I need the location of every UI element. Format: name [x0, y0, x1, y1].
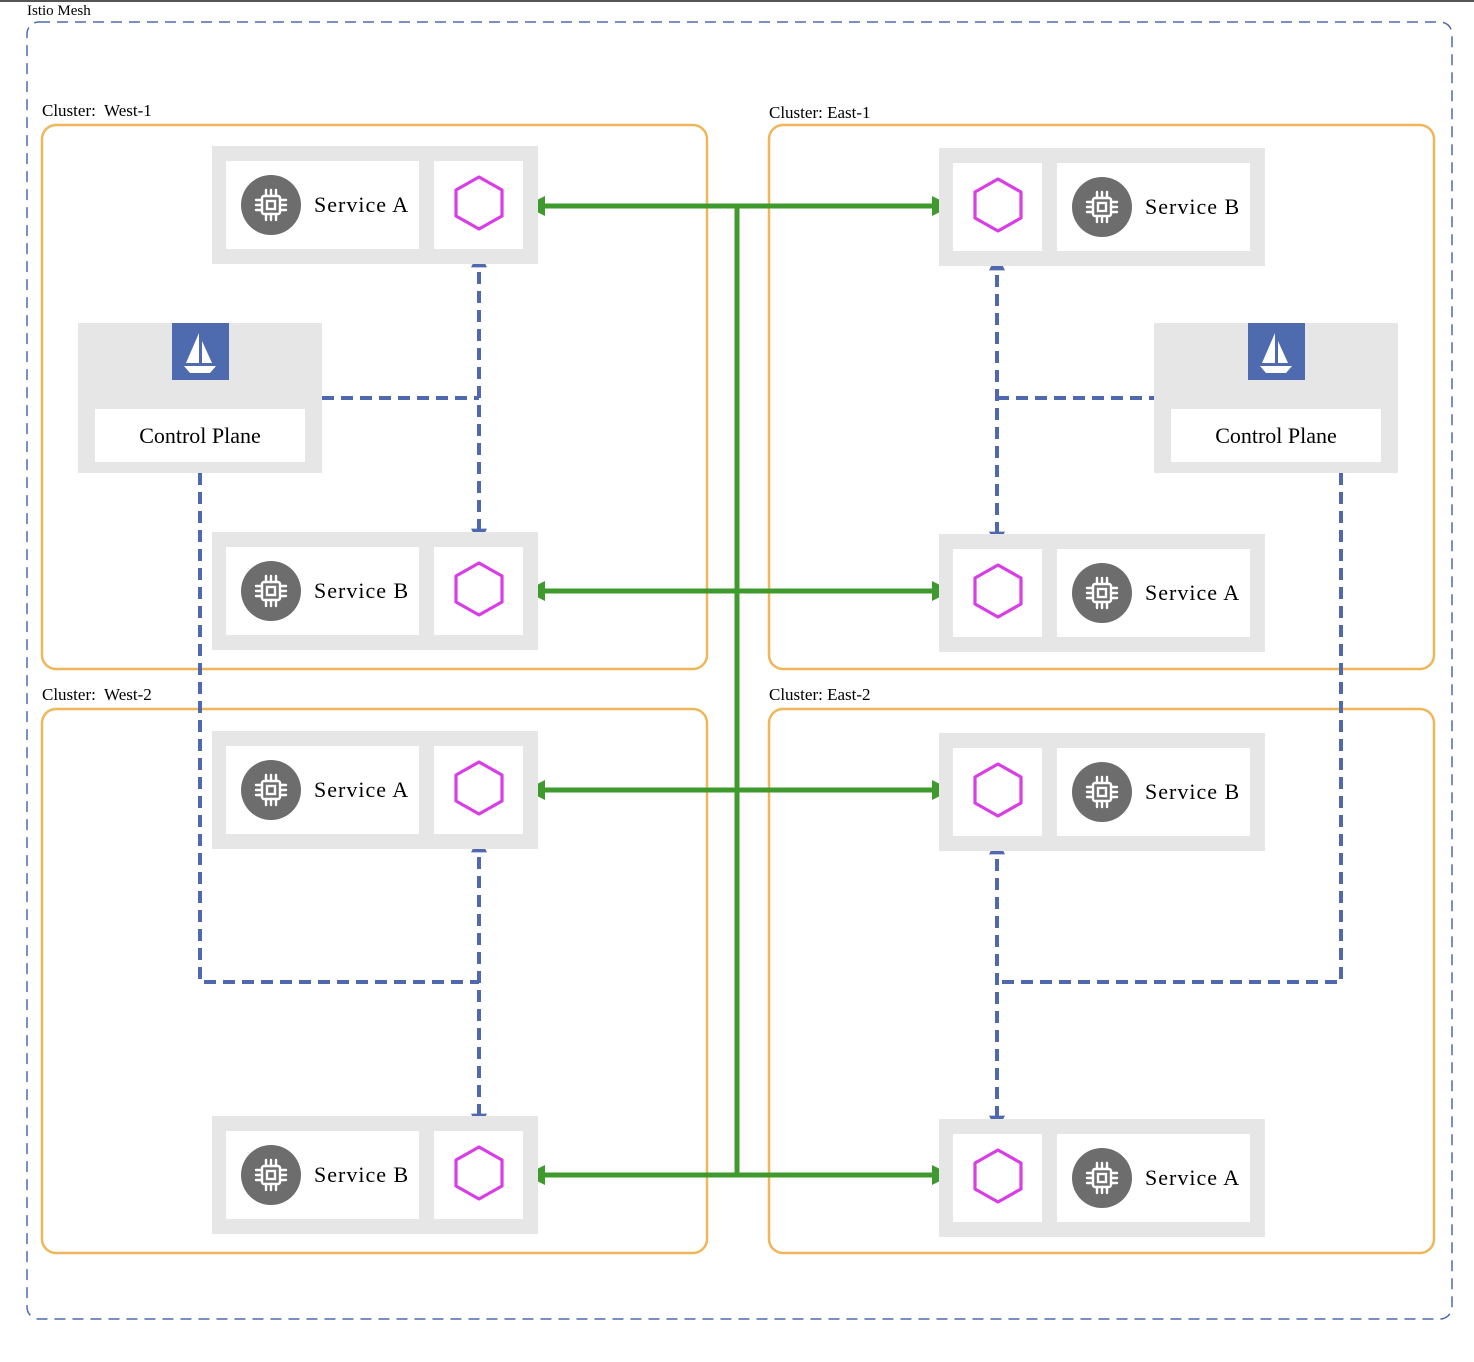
service-name: Service B [1145, 194, 1241, 219]
sidecar-proxy [434, 547, 523, 635]
control-plane-name: Control Plane [1215, 422, 1337, 448]
service-card: Service A [1057, 1134, 1250, 1222]
service-name: Service B [314, 578, 410, 603]
cpu-chip-icon [241, 1145, 301, 1205]
cluster-label-east-1: Cluster: East-1 [769, 103, 871, 122]
cluster-west-2 [40, 707, 709, 1255]
hexagon-proxy-icon [971, 562, 1025, 625]
pod-east1-service-b: Service B [939, 148, 1265, 266]
cluster-east-1 [767, 123, 1436, 671]
hexagon-proxy-icon [971, 1147, 1025, 1210]
service-name: Service A [314, 777, 410, 802]
service-card: Service A [1057, 549, 1250, 637]
pod-west1-service-a: Service A [212, 146, 538, 264]
sidecar-proxy [953, 748, 1042, 836]
west-control-link [198, 473, 479, 984]
control-plane-name: Control Plane [139, 422, 261, 448]
cpu-chip-icon [1072, 1148, 1132, 1208]
cpu-chip-icon [241, 561, 301, 621]
service-card: Service B [226, 1131, 419, 1219]
pod-west2-service-a: Service A [212, 731, 538, 849]
service-name: Service B [1145, 779, 1241, 804]
service-name: Service A [314, 192, 410, 217]
control-plane-card: Control Plane [1171, 409, 1381, 462]
istio-sail-icon [1248, 323, 1305, 380]
mesh-label: Istio Mesh [27, 3, 91, 19]
window-top-border [0, 0, 1474, 2]
cpu-chip-icon [241, 760, 301, 820]
hexagon-proxy-icon [971, 761, 1025, 824]
pod-east1-service-a: Service A [939, 534, 1265, 652]
control-plane-west: Control Plane [78, 323, 322, 473]
pod-west1-service-b: Service B [212, 532, 538, 650]
cpu-chip-icon [1072, 177, 1132, 237]
cpu-chip-icon [1072, 563, 1132, 623]
istio-sail-icon [172, 323, 229, 380]
service-card: Service A [226, 746, 419, 834]
sidecar-proxy [434, 1131, 523, 1219]
service-name: Service B [314, 1162, 410, 1187]
control-plane-east: Control Plane [1154, 323, 1398, 473]
hexagon-proxy-icon [452, 560, 506, 623]
service-card: Service B [1057, 748, 1250, 836]
service-name: Service A [1145, 1165, 1241, 1190]
cluster-west-1 [40, 123, 709, 671]
hexagon-proxy-icon [452, 759, 506, 822]
mesh-boundary [26, 21, 1453, 1320]
sidecar-proxy [434, 746, 523, 834]
service-card: Service A [226, 161, 419, 249]
cluster-label-east-2: Cluster: East-2 [769, 685, 871, 704]
hexagon-proxy-icon [452, 174, 506, 237]
hexagon-proxy-icon [971, 176, 1025, 239]
control-plane-card: Control Plane [95, 409, 305, 462]
cpu-chip-icon [241, 175, 301, 235]
cpu-chip-icon [1072, 762, 1132, 822]
service-card: Service B [226, 547, 419, 635]
sidecar-proxy [434, 161, 523, 249]
pod-east2-service-b: Service B [939, 733, 1265, 851]
cluster-east-2 [767, 707, 1436, 1255]
pod-east2-service-a: Service A [939, 1119, 1265, 1237]
sidecar-proxy [953, 163, 1042, 251]
cluster-label-west-2: Cluster: West-2 [42, 685, 152, 704]
sidecar-proxy [953, 549, 1042, 637]
cluster-label-west-1: Cluster: West-1 [42, 101, 152, 120]
service-card: Service B [1057, 163, 1250, 251]
pod-west2-service-b: Service B [212, 1116, 538, 1234]
hexagon-proxy-icon [452, 1144, 506, 1207]
sidecar-proxy [953, 1134, 1042, 1222]
service-name: Service A [1145, 580, 1241, 605]
